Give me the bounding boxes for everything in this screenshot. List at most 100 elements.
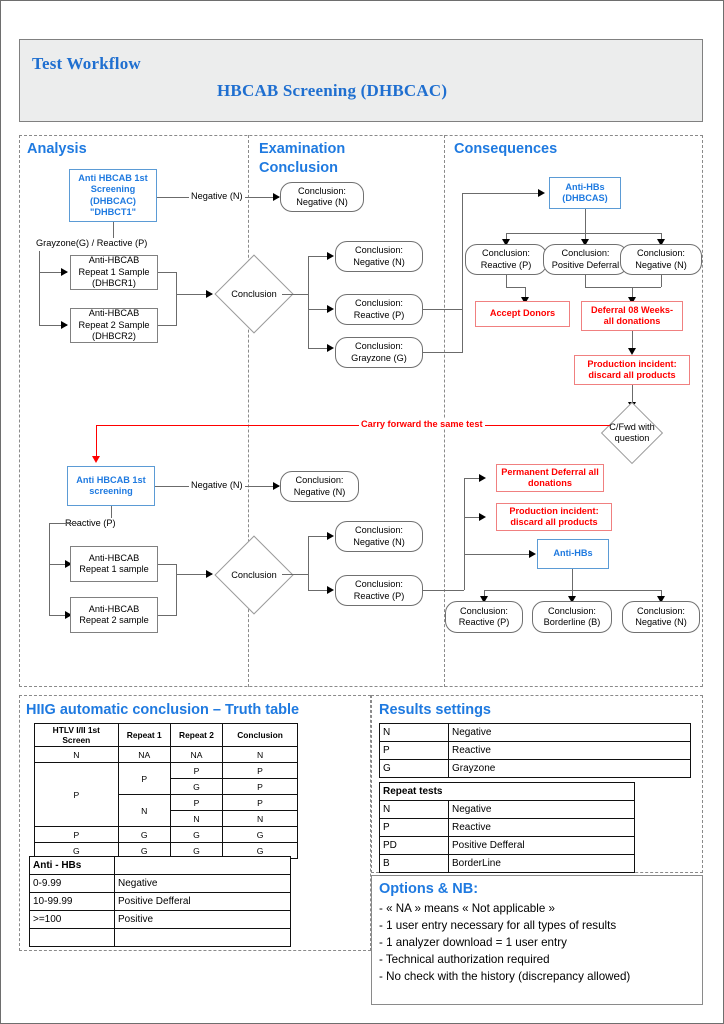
options-nb-box: Options & NB: - « NA » means « Not appli…: [371, 875, 703, 1005]
edge-split-vertical-top: [39, 251, 40, 325]
node-accept-donors[interactable]: Accept Donors: [475, 301, 570, 327]
node-repeat1-bottom[interactable]: Anti-HBCAB Repeat 1 sample: [70, 546, 158, 582]
node-deferral-8-weeks[interactable]: Deferral 08 Weeks- all donations: [581, 301, 683, 331]
oval-cons-negative-top[interactable]: Conclusion: Negative (N): [620, 244, 702, 275]
cell-meaning: Reactive: [448, 741, 691, 760]
cell-repeat1: P: [117, 762, 171, 795]
oval-conclusion-reactive-branch-bottom[interactable]: Conclusion: Reactive (P): [335, 575, 423, 606]
cell-result-empty: [114, 928, 291, 947]
node-label: Permanent Deferral all donations: [501, 466, 599, 488]
lane-title-consequences: Consequences: [454, 141, 558, 157]
node-permanent-deferral[interactable]: Permanent Deferral all donations: [496, 464, 604, 492]
arrowhead: [502, 239, 510, 246]
cell-meaning: Negative: [448, 723, 691, 742]
arrowhead: [628, 348, 636, 355]
arrowhead: [538, 189, 545, 197]
node-production-incident-bottom[interactable]: Production incident: discard all product…: [496, 503, 612, 531]
arrowhead: [581, 239, 589, 246]
oval-cons-borderline-bottom[interactable]: Conclusion: Borderline (B): [532, 601, 612, 633]
edge-fan-left: [506, 233, 507, 241]
arrowhead: [273, 193, 280, 201]
edge-join-deferral: [585, 287, 661, 288]
node-repeat1-top[interactable]: Anti-HBCAB Repeat 1 Sample (DHBCR1): [70, 255, 158, 290]
node-label: Conclusion: Reactive (P): [353, 579, 405, 601]
table-row: Anti - HBs: [29, 856, 291, 875]
oval-conclusion-negative-bottom[interactable]: Conclusion: Negative (N): [280, 471, 359, 502]
node-first-screening-bottom[interactable]: Anti HBCAB 1st screening: [67, 466, 155, 506]
table-row: N N: [35, 810, 298, 827]
cell-meaning: Negative: [448, 800, 635, 819]
oval-cons-reactive-bottom[interactable]: Conclusion: Reactive (P): [445, 601, 523, 633]
edge-label-negative-bottom: Negative (N): [189, 480, 245, 490]
edge-screening-down-bottom: [111, 506, 112, 520]
arrowhead: [327, 305, 334, 313]
node-repeat2-top[interactable]: Anti-HBCAB Repeat 2 Sample (DHBCR2): [70, 308, 158, 343]
node-repeat2-bottom[interactable]: Anti-HBCAB Repeat 2 sample: [70, 597, 158, 633]
edge-fan-left-bottom: [484, 590, 485, 598]
edge-to-permanent-deferral: [464, 478, 483, 479]
decision-diamond-label-top: Conclusion: [231, 288, 277, 299]
oval-conclusion-negative-top[interactable]: Conclusion: Negative (N): [280, 182, 364, 212]
arrowhead: [206, 290, 213, 298]
lane-divider-1: [248, 135, 249, 687]
arrowhead: [61, 321, 68, 329]
arrowhead: [628, 297, 636, 304]
edge-to-repeat2-top: [39, 325, 67, 326]
node-antihbs-top[interactable]: Anti-HBs (DHBCAS): [549, 177, 621, 209]
cell-conclusion: N: [222, 746, 298, 763]
node-label: Anti-HBCAB Repeat 1 sample: [79, 552, 149, 574]
oval-conclusion-grayzone-branch-top[interactable]: Conclusion: Grayzone (G): [335, 337, 423, 368]
node-label: Conclusion: Negative (N): [635, 605, 687, 627]
cell-code: G: [379, 759, 449, 778]
node-label: Conclusion: Negative (N): [296, 185, 348, 207]
lane-title-analysis: Analysis: [27, 141, 87, 157]
node-label: Anti-HBCAB Repeat 2 sample: [79, 603, 149, 625]
edge-fanout-vertical-bottom: [308, 536, 309, 590]
truth-table: HTLV I/II 1st Screen Repeat 1 Repeat 2 C…: [34, 723, 298, 859]
table-row: N Negative: [379, 800, 635, 819]
edge-antihbs-riser: [462, 193, 463, 353]
edge-to-concl-grayzone-top: [308, 348, 332, 349]
node-label: Conclusion: Reactive (P): [480, 248, 532, 270]
node-antihbs-bottom[interactable]: Anti-HBs: [537, 539, 609, 569]
node-production-incident-top[interactable]: Production incident: discard all product…: [574, 355, 690, 385]
oval-conclusion-reactive-branch-top[interactable]: Conclusion: Reactive (P): [335, 294, 423, 325]
table-row: [29, 928, 291, 947]
edge-repeat1-out-bottom: [158, 564, 176, 565]
cell-repeat-header: Repeat tests: [379, 782, 635, 801]
table-row: N NA NA N: [34, 746, 298, 763]
edge-reactive-to-antihbs: [423, 309, 462, 310]
arrowhead: [327, 252, 334, 260]
cell-screen: N: [34, 746, 119, 763]
node-label: Production incident: discard all product…: [587, 358, 677, 380]
arrowhead: [529, 550, 536, 558]
node-first-screening-top[interactable]: Anti HBCAB 1st Screening (DHBCAC) "DHBCT…: [69, 169, 157, 222]
edge-fan-right-bottom: [661, 590, 662, 598]
edge-fan-mid-bottom: [572, 590, 573, 598]
edge-split-vertical-bottom: [49, 523, 50, 579]
list-item: - 1 user entry necessary for all types o…: [379, 919, 617, 932]
node-label: Conclusion: Grayzone (G): [351, 341, 407, 363]
th-conclusion: Conclusion: [222, 723, 298, 747]
oval-conclusion-negative-branch-bottom[interactable]: Conclusion: Negative (N): [335, 521, 423, 552]
edge-diamond-out-bottom: [282, 574, 308, 575]
oval-cons-positive-deferral-top[interactable]: Conclusion: Positive Deferral: [543, 244, 628, 275]
table-row: N Negative: [379, 723, 691, 742]
oval-cons-negative-bottom[interactable]: Conclusion: Negative (N): [622, 601, 700, 633]
node-label: Conclusion: Positive Deferral: [551, 248, 620, 270]
arrowhead: [521, 297, 529, 304]
oval-cons-reactive-top[interactable]: Conclusion: Reactive (P): [465, 244, 547, 275]
edge-split-vertical2-bottom: [49, 564, 50, 615]
page-subtitle: HBCAB Screening (DHBCAC): [217, 81, 448, 100]
table-row: 0-9.99 Negative: [29, 874, 291, 893]
edge-antihbs-down: [585, 209, 586, 233]
th-repeat1: Repeat 1: [117, 723, 171, 747]
edge-to-antihbs-bottom: [464, 554, 534, 555]
edge-posdef-drop: [585, 275, 586, 287]
node-label: Anti-HBCAB Repeat 2 Sample (DHBCR2): [78, 308, 150, 342]
edge-merge-to-diamond-top: [176, 294, 212, 295]
node-label: Anti-HBCAB Repeat 1 Sample (DHBCR1): [78, 255, 150, 289]
edge-to-concl-reactive-bottom: [308, 590, 332, 591]
oval-conclusion-negative-branch-top[interactable]: Conclusion: Negative (N): [335, 241, 423, 272]
cell-range: 10-99.99: [29, 892, 115, 911]
